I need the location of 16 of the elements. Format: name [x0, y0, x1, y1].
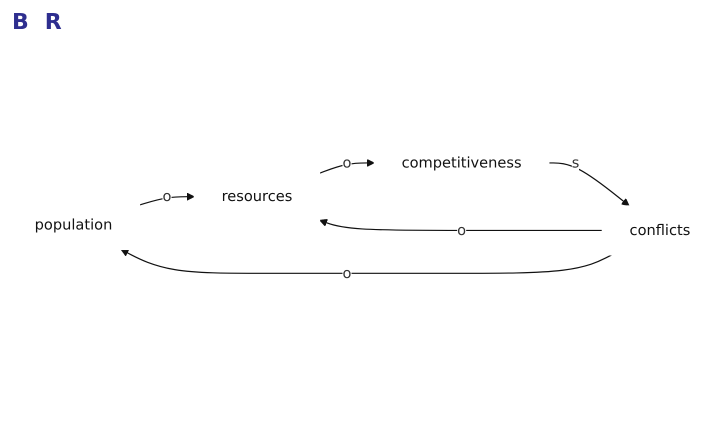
loop-label: B — [12, 10, 29, 35]
edge-label: s — [572, 154, 580, 172]
node-text: competitiveness — [402, 154, 522, 172]
edge-label: o — [342, 154, 352, 172]
loop-label: R — [44, 10, 62, 35]
edge-label: o — [457, 222, 466, 239]
arrow — [120, 249, 612, 274]
arrow — [548, 162, 630, 206]
edge-label: o — [342, 264, 352, 282]
node-text: population — [34, 216, 112, 234]
node-text: resources — [222, 188, 292, 206]
arrow — [319, 219, 602, 232]
node-text: conflicts — [630, 222, 690, 239]
arrow — [140, 192, 195, 206]
edge-label: o — [162, 188, 172, 206]
arrow — [319, 159, 375, 174]
